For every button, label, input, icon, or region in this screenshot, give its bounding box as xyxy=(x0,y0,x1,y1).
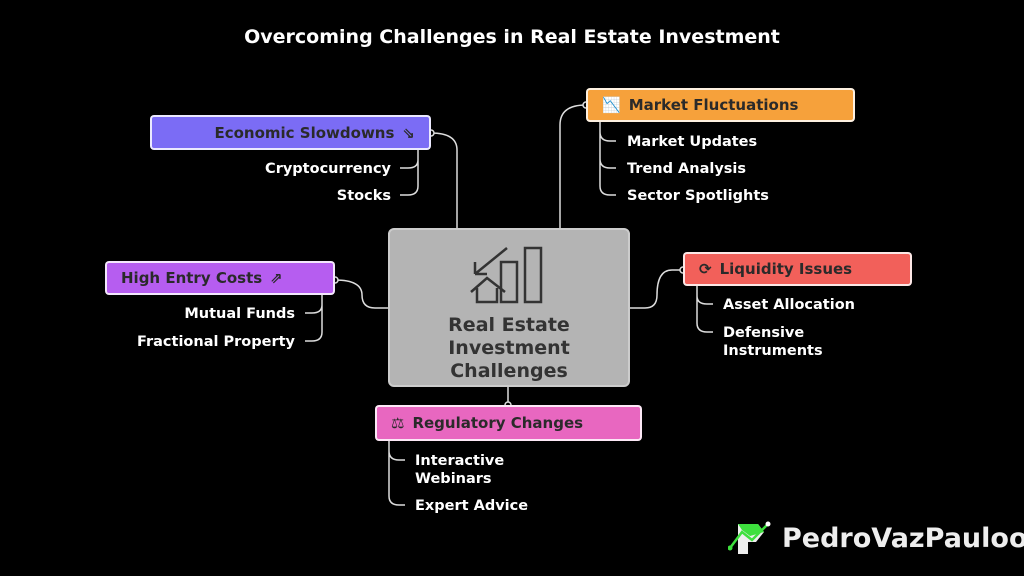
list-item: Stocks xyxy=(336,188,391,204)
list-item: Asset Allocation xyxy=(723,297,855,313)
money-down-icon: ⇘ xyxy=(402,123,415,142)
branch-high-entry-costs: High Entry Costs ⇗ xyxy=(105,261,335,295)
coins-cycle-icon: ⟳ xyxy=(699,260,712,278)
branch-regulatory-changes: ⚖ Regulatory Changes xyxy=(375,405,642,441)
list-item: Market Updates xyxy=(627,134,758,150)
chart-down-icon: 📉 xyxy=(602,96,621,114)
center-label-1: Real Estate xyxy=(448,314,570,336)
logo-icon xyxy=(728,521,771,554)
branch-label: Liquidity Issues xyxy=(719,260,853,278)
center-label-2: Investment xyxy=(448,337,570,359)
list-item: Sector Spotlights xyxy=(627,188,769,204)
list-item: Mutual Funds xyxy=(184,306,295,322)
list-item: Expert Advice xyxy=(415,498,529,514)
branch-economic-slowdowns: Economic Slowdowns ⇘ xyxy=(150,115,431,150)
document-scale-icon: ⚖ xyxy=(391,414,405,432)
diagram-title: Overcoming Challenges in Real Estate Inv… xyxy=(244,26,780,48)
list-item: Cryptocurrency xyxy=(265,161,391,177)
list-item: Fractional Property xyxy=(137,334,295,350)
branch-label: Market Fluctuations xyxy=(628,96,799,114)
center-label-3: Challenges xyxy=(450,360,568,382)
center-node: Real Estate Investment Challenges xyxy=(388,228,630,387)
list-item: Interactive Webinars xyxy=(415,453,505,487)
logo: PedroVazPauloo xyxy=(728,520,1024,556)
branch-label: Regulatory Changes xyxy=(412,414,584,432)
branch-label: High Entry Costs xyxy=(121,269,263,287)
list-item: Trend Analysis xyxy=(627,161,747,177)
house-chart-down-icon xyxy=(470,246,543,304)
money-up-icon: ⇗ xyxy=(270,269,283,287)
list-item: Defensive Instruments xyxy=(723,325,823,359)
branch-liquidity-issues: ⟳ Liquidity Issues xyxy=(683,252,912,286)
branch-market-fluctuations: 📉 Market Fluctuations xyxy=(586,88,855,122)
branch-label: Economic Slowdowns xyxy=(214,123,395,142)
logo-text: PedroVazPauloo xyxy=(782,522,1024,554)
